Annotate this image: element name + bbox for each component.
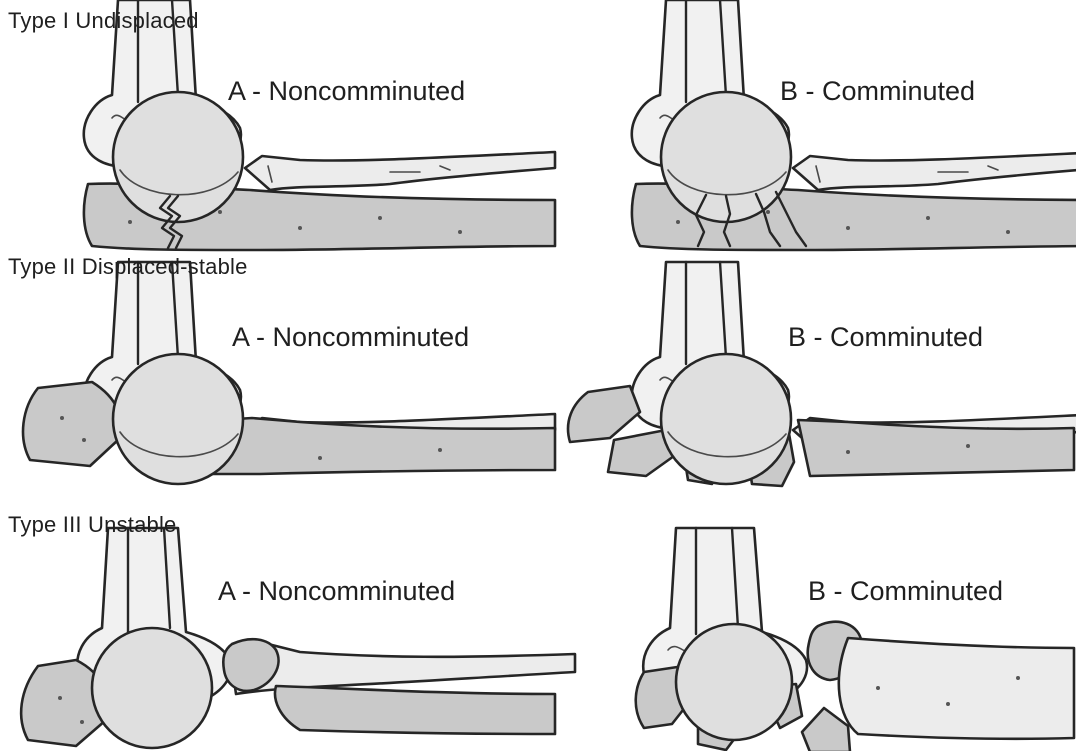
type2-a-label: A - Noncomminuted (232, 322, 469, 353)
diagram-type2-a (23, 262, 555, 484)
type2-title: Type II Displaced-stable (8, 254, 248, 280)
type2-b-label: B - Comminuted (788, 322, 983, 353)
type3-title: Type III Unstable (8, 512, 177, 538)
type3-a-label: A - Noncomminuted (218, 576, 455, 607)
diagram-type1-a (84, 0, 555, 250)
diagram-type1-b (632, 0, 1076, 250)
diagram-type3-b (636, 528, 1074, 751)
diagram-type3-a (21, 528, 575, 748)
diagram-type2-b (568, 262, 1076, 486)
type3-b-label: B - Comminuted (808, 576, 1003, 607)
type1-b-label: B - Comminuted (780, 76, 975, 107)
type1-title: Type I Undisplaced (8, 8, 199, 34)
type1-a-label: A - Noncomminuted (228, 76, 465, 107)
